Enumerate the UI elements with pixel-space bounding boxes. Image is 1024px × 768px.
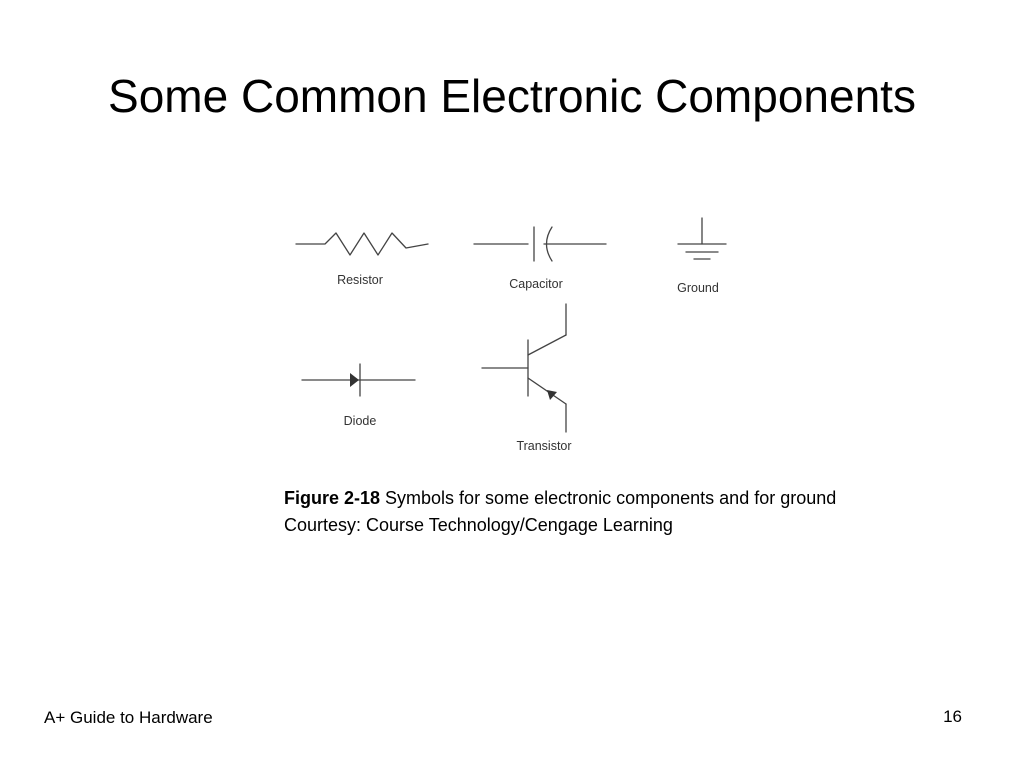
- capacitor-label: Capacitor: [509, 277, 563, 291]
- slide-page-number: 16: [943, 707, 962, 726]
- transistor-label: Transistor: [516, 439, 571, 453]
- resistor-symbol: [295, 232, 429, 256]
- figure-number: Figure 2-18: [284, 488, 381, 508]
- capacitor-symbol: [473, 226, 607, 262]
- component-symbols-figure: Resistor Capacitor Ground Diode Transist…: [270, 200, 750, 470]
- transistor-symbol: [481, 303, 567, 433]
- footer-course-title: A+ Guide to Hardware: [44, 708, 213, 727]
- resistor-label: Resistor: [337, 273, 383, 287]
- slide-title: Some Common Electronic Components: [108, 70, 916, 122]
- ground-label: Ground: [677, 281, 719, 295]
- caption-line: Figure 2-18 Symbols for some electronic …: [284, 485, 844, 512]
- ground-symbol: [677, 217, 727, 260]
- diode-label: Diode: [344, 414, 377, 428]
- figure-caption: Figure 2-18 Symbols for some electronic …: [284, 485, 844, 539]
- transistor-emitter-arrow-icon: [547, 390, 557, 400]
- figure-description: Symbols for some electronic components a…: [380, 488, 837, 508]
- figure-courtesy: Courtesy: Course Technology/Cengage Lear…: [284, 515, 673, 535]
- diode-arrow-icon: [350, 373, 359, 387]
